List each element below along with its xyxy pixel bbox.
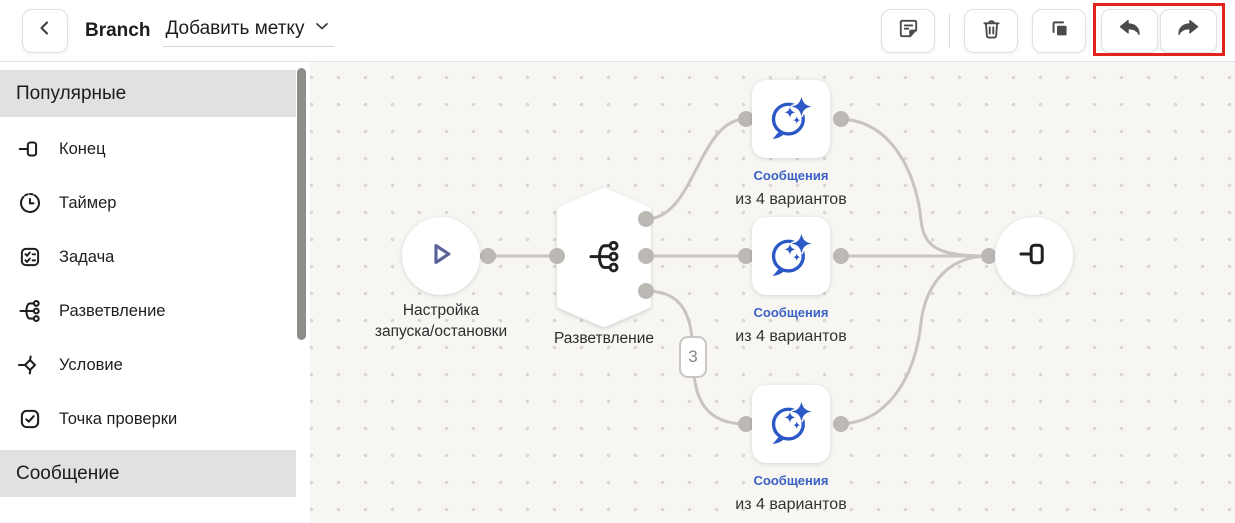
palette-item-label: Точка проверки xyxy=(59,409,178,428)
message-node-1-label: Сообщения из 4 вариантов xyxy=(735,168,847,208)
port-msg2-in[interactable] xyxy=(738,248,754,264)
message-node-2-label: Сообщения из 4 вариантов xyxy=(735,305,847,345)
sidebar-scrollbar[interactable] xyxy=(297,68,306,340)
port-msg3-out[interactable] xyxy=(833,416,849,432)
message-node-3[interactable] xyxy=(752,385,830,463)
checkpoint-icon xyxy=(16,406,43,433)
palette-item-task[interactable]: Задача xyxy=(0,230,296,284)
branch-icon xyxy=(16,298,43,325)
copy-icon xyxy=(1047,16,1072,46)
back-button[interactable] xyxy=(22,8,68,53)
undo-button[interactable] xyxy=(1101,9,1158,53)
port-branch-out-2[interactable] xyxy=(638,248,654,264)
connection-ports xyxy=(480,111,997,432)
end-icon xyxy=(1017,237,1051,276)
undo-arrow-icon xyxy=(1116,15,1143,47)
edge-msg1-end[interactable] xyxy=(839,117,991,258)
toolbar: Branch Добавить метку xyxy=(0,0,1235,62)
toolbar-divider xyxy=(949,14,950,48)
palette-section-popular: Популярные xyxy=(0,70,296,117)
start-node-label: Настройка запуска/остановки xyxy=(374,302,508,340)
task-icon xyxy=(16,244,43,271)
message-node-2[interactable] xyxy=(752,217,830,295)
add-label-text: Добавить метку xyxy=(165,17,305,39)
duplicate-button[interactable] xyxy=(1032,9,1086,53)
toolbar-actions xyxy=(881,3,1225,56)
redo-arrow-icon xyxy=(1175,15,1202,47)
play-icon xyxy=(422,235,460,278)
ai-message-icon xyxy=(768,231,814,282)
port-branch-in[interactable] xyxy=(549,248,565,264)
palette-item-label: Задача xyxy=(59,247,115,266)
chevron-left-icon xyxy=(33,16,57,45)
branch-icon xyxy=(589,240,619,273)
palette-item-checkpoint[interactable]: Точка проверки xyxy=(0,392,296,446)
port-msg3-in[interactable] xyxy=(738,416,754,432)
redo-button[interactable] xyxy=(1160,9,1217,53)
palette-item-condition[interactable]: Условие xyxy=(0,338,296,392)
port-branch-out-1[interactable] xyxy=(638,211,654,227)
message-node-1[interactable] xyxy=(752,80,830,158)
note-icon xyxy=(896,16,921,46)
add-label-dropdown[interactable]: Добавить метку xyxy=(163,14,335,47)
chevron-down-icon xyxy=(304,16,332,41)
palette-section-message: Сообщение xyxy=(0,450,296,497)
palette-list: Конец Таймер Задача xyxy=(0,117,310,450)
edges-layer xyxy=(478,111,997,432)
edge-count-badge[interactable]: 3 xyxy=(679,336,707,378)
message-node-3-label: Сообщения из 4 вариантов xyxy=(735,473,847,513)
palette-item-label: Условие xyxy=(59,355,123,374)
end-node[interactable] xyxy=(995,217,1073,295)
end-icon xyxy=(16,136,43,163)
page-title: Branch xyxy=(85,19,151,41)
timer-icon xyxy=(16,190,43,217)
ai-message-icon xyxy=(768,94,814,145)
branch-node-label: Разветвление xyxy=(553,330,655,347)
note-button[interactable] xyxy=(881,9,935,53)
port-start-out[interactable] xyxy=(480,248,496,264)
palette-item-end[interactable]: Конец xyxy=(0,122,296,176)
palette-item-timer[interactable]: Таймер xyxy=(0,176,296,230)
palette-item-label: Таймер xyxy=(59,193,117,212)
palette-item-branching[interactable]: Разветвление xyxy=(0,284,296,338)
port-msg1-out[interactable] xyxy=(833,111,849,127)
node-palette-sidebar: Популярные Конец Таймер xyxy=(0,62,310,523)
port-branch-out-3[interactable] xyxy=(638,283,654,299)
trash-icon xyxy=(979,16,1004,46)
ai-message-icon xyxy=(768,399,814,450)
edge-msg3-end[interactable] xyxy=(839,254,991,426)
port-msg1-in[interactable] xyxy=(738,111,754,127)
flow-canvas[interactable]: Настройка запуска/остановки Разветвление… xyxy=(310,62,1235,523)
delete-button[interactable] xyxy=(964,9,1018,53)
undo-redo-group xyxy=(1093,3,1225,56)
port-end-in[interactable] xyxy=(981,248,997,264)
palette-item-label: Разветвление xyxy=(59,301,166,320)
condition-icon xyxy=(16,352,43,379)
palette-item-label: Конец xyxy=(59,139,106,158)
port-msg2-out[interactable] xyxy=(833,248,849,264)
start-node[interactable] xyxy=(402,217,480,295)
edge-branch-msg1[interactable] xyxy=(644,117,748,221)
